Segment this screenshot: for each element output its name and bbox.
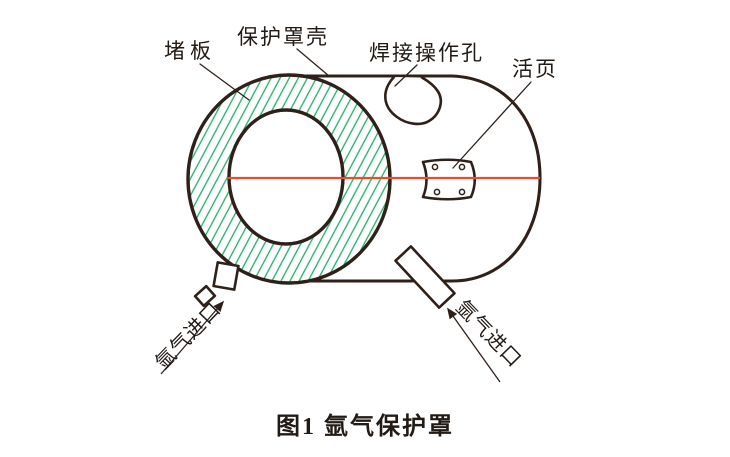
arrow-left-inlet <box>160 300 225 375</box>
hinge-rivet <box>458 188 466 196</box>
welding-hole-slot <box>384 75 442 126</box>
right-inlet-pipe <box>394 245 456 309</box>
figure-caption: 图1 氩气保护罩 <box>276 414 454 440</box>
label-welding-hole: 焊接操作孔 <box>369 41 484 65</box>
hinge-rivet <box>433 188 441 196</box>
label-shell: 保护罩壳 <box>237 25 329 49</box>
hinge-rivet <box>458 163 466 171</box>
leader-plug-plate <box>199 63 250 101</box>
leader-welding-hole <box>394 64 418 87</box>
label-hinge: 活页 <box>512 57 558 81</box>
left-inlet-pipe <box>193 261 240 308</box>
arrow-right-inlet <box>447 307 501 383</box>
hinge-rivet <box>431 163 439 171</box>
hinge-plate <box>421 158 477 201</box>
leader-hinge <box>452 81 532 169</box>
leader-shell <box>296 48 330 77</box>
label-plug-plate: 堵板 <box>164 39 216 63</box>
